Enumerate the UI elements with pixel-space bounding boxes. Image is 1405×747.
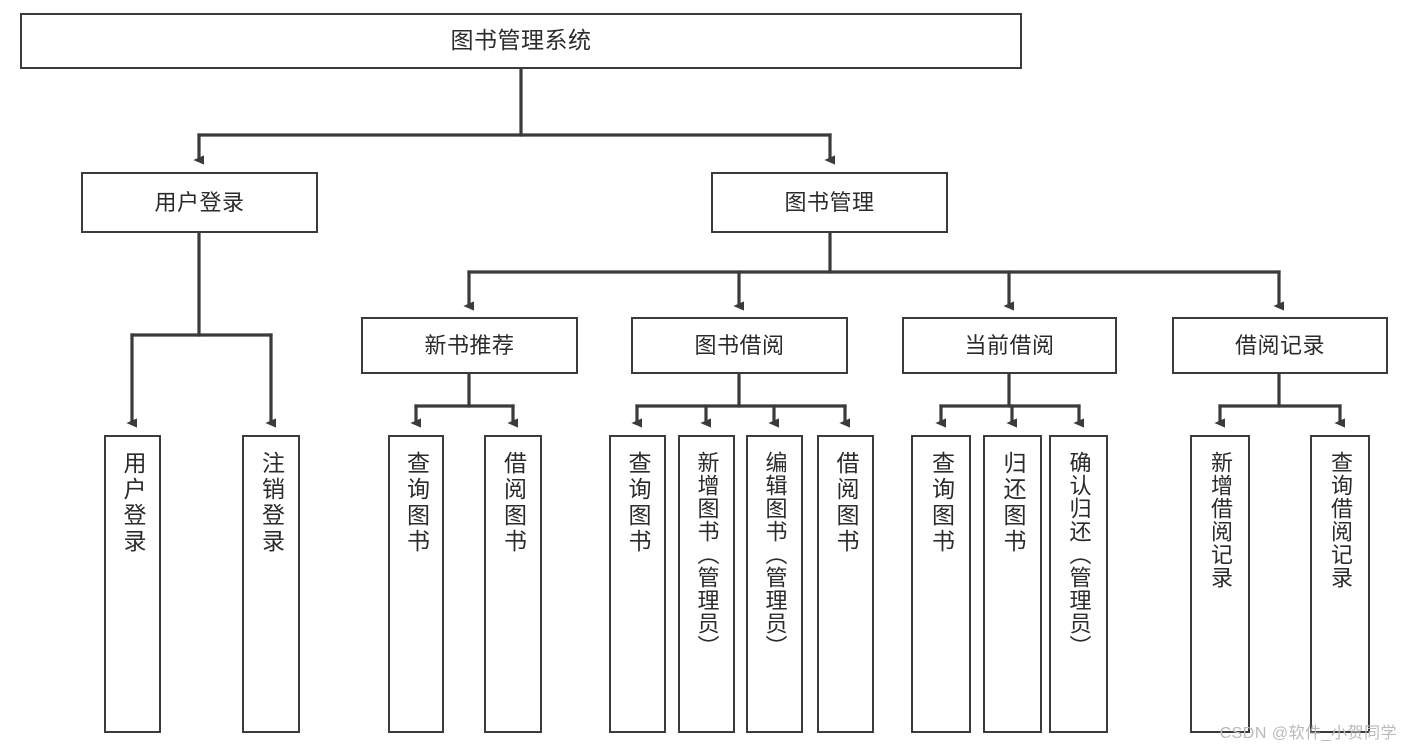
- node-borrow-record[interactable]: 借阅记录: [1172, 317, 1388, 374]
- node-label: 借阅图书: [500, 451, 527, 555]
- leaf-query-borrow-record[interactable]: 查询借阅记录: [1310, 435, 1370, 733]
- leaf-add-borrow-record[interactable]: 新增借阅记录: [1190, 435, 1250, 733]
- node-label: 图书管理系统: [450, 27, 592, 54]
- leaf-query-book-current[interactable]: 查询图书: [911, 435, 971, 733]
- leaf-return-book[interactable]: 归还图书: [983, 435, 1042, 733]
- leaf-user-login[interactable]: 用户登录: [104, 435, 161, 733]
- node-label: 用户登录: [120, 451, 146, 555]
- node-label: 当前借阅: [964, 332, 1055, 358]
- node-label: 归还图书: [1000, 451, 1026, 555]
- node-label: 借阅记录: [1234, 332, 1325, 358]
- node-label: 查询图书: [403, 451, 430, 555]
- node-label: 图书借阅: [694, 332, 785, 358]
- node-label: 用户登录: [154, 189, 245, 215]
- leaf-add-book-admin[interactable]: 新增图书（管理员）: [678, 435, 735, 733]
- node-root-system[interactable]: 图书管理系统: [20, 13, 1022, 69]
- node-new-book-recommend[interactable]: 新书推荐: [361, 317, 578, 374]
- leaf-borrow-book-borrow[interactable]: 借阅图书: [817, 435, 874, 733]
- watermark-text: CSDN @软件_小贺同学: [1219, 725, 1397, 742]
- node-label: 查询图书: [625, 451, 651, 555]
- node-label: 图书管理: [784, 189, 875, 215]
- node-label: 查询借阅记录: [1328, 451, 1353, 589]
- leaf-edit-book-admin[interactable]: 编辑图书（管理员）: [746, 435, 803, 733]
- leaf-query-book-borrow[interactable]: 查询图书: [609, 435, 666, 733]
- leaf-borrow-book-recommend[interactable]: 借阅图书: [484, 435, 542, 733]
- node-label: 新增图书（管理员）: [694, 451, 720, 658]
- leaf-logout[interactable]: 注销登录: [242, 435, 300, 733]
- node-book-management[interactable]: 图书管理: [711, 172, 948, 233]
- node-label: 新增借阅记录: [1208, 451, 1233, 589]
- node-user-login[interactable]: 用户登录: [81, 172, 318, 233]
- node-label: 借阅图书: [833, 451, 859, 555]
- node-current-borrow[interactable]: 当前借阅: [902, 317, 1117, 374]
- node-label: 确认归还（管理员）: [1066, 451, 1092, 658]
- node-label: 注销登录: [258, 451, 285, 555]
- node-label: 查询图书: [928, 451, 955, 555]
- leaf-query-book-recommend[interactable]: 查询图书: [388, 435, 444, 733]
- node-label: 编辑图书（管理员）: [762, 451, 788, 658]
- node-book-borrow[interactable]: 图书借阅: [631, 317, 848, 374]
- leaf-confirm-return-admin[interactable]: 确认归还（管理员）: [1049, 435, 1108, 733]
- node-label: 新书推荐: [424, 332, 515, 358]
